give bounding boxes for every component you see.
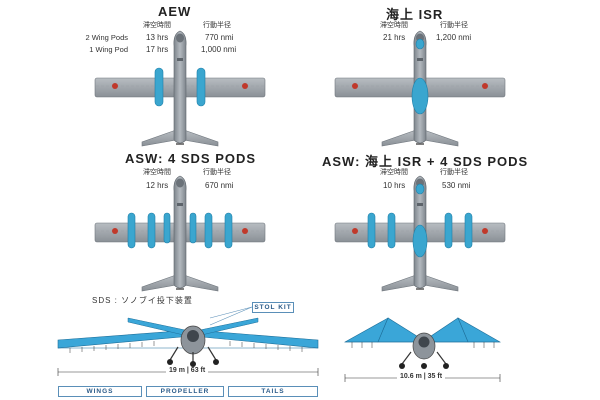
aew-row-label: 1 Wing Pod [89, 45, 128, 54]
stol-kit-label: STOL KIT [252, 302, 294, 313]
isr-endurance: 21 hrs [383, 33, 406, 42]
aew-row-endurance: 17 hrs [146, 45, 169, 54]
isr-nose-sensor [415, 38, 425, 50]
aew-row-radius: 770 nmi [205, 33, 234, 42]
isr-nose-sensor [415, 183, 425, 195]
aew-pod-left [154, 67, 164, 107]
wing-pod [189, 212, 197, 244]
asw-isr-radius-header: 行動半径 [440, 169, 468, 176]
asw-isr-endurance: 10 hrs [383, 181, 406, 190]
asw-radius: 670 nmi [205, 181, 234, 190]
aew-row-endurance: 13 hrs [146, 33, 169, 42]
aew-drone [94, 30, 266, 147]
aew-radius-header: 行動半径 [203, 22, 231, 29]
sds-pod [444, 212, 453, 249]
sds-pod [204, 212, 213, 249]
isr-radius: 1,200 nmi [436, 33, 472, 42]
asw-endurance: 12 hrs [146, 181, 169, 190]
sds-pod [464, 212, 473, 249]
sds-pod [387, 212, 396, 249]
aew-pod-right [196, 67, 206, 107]
sds-pod [147, 212, 156, 249]
sds-pod [367, 212, 376, 249]
aew-row-radius: 1,000 nmi [201, 45, 237, 54]
isr-radar-pod [412, 224, 428, 258]
asw-endurance-header: 滞空時間 [143, 169, 171, 176]
module-propeller: PROPELLER [146, 386, 224, 397]
asw-isr-endurance-header: 滞空時間 [380, 169, 408, 176]
front-view-drone [57, 306, 319, 376]
isr-radius-header: 行動半径 [440, 22, 468, 29]
sds-pod [224, 212, 233, 249]
aew-row-label: 2 Wing Pods [85, 33, 128, 42]
wing-pod [163, 212, 171, 244]
asw-radius-header: 行動半径 [203, 169, 231, 176]
sds-pod [127, 212, 136, 249]
asw-isr-radius: 530 nmi [442, 181, 471, 190]
span-label: 19 m | 63 ft [166, 367, 209, 374]
module-tails: TAILS [228, 386, 318, 397]
isr-radar-pod [411, 77, 429, 115]
asw-isr-title: ASW: 海上 ISR + 4 SDS PODS [322, 154, 529, 169]
aew-endurance-header: 滞空時間 [143, 22, 171, 29]
aew-title: AEW [158, 4, 192, 19]
asw-title: ASW: 4 SDS PODS [125, 151, 257, 166]
isr-drone [334, 30, 506, 147]
isr-endurance-header: 滞空時間 [380, 22, 408, 29]
sds-legend: SDS : ソノブイ投下装置 [92, 296, 193, 305]
asw-drone [94, 175, 266, 292]
module-wings: WINGS [58, 386, 142, 397]
folded-span-label: 10.6 m | 35 ft [397, 373, 446, 380]
asw-isr-drone [334, 175, 506, 292]
isr-title: 海上 ISR [386, 7, 444, 22]
